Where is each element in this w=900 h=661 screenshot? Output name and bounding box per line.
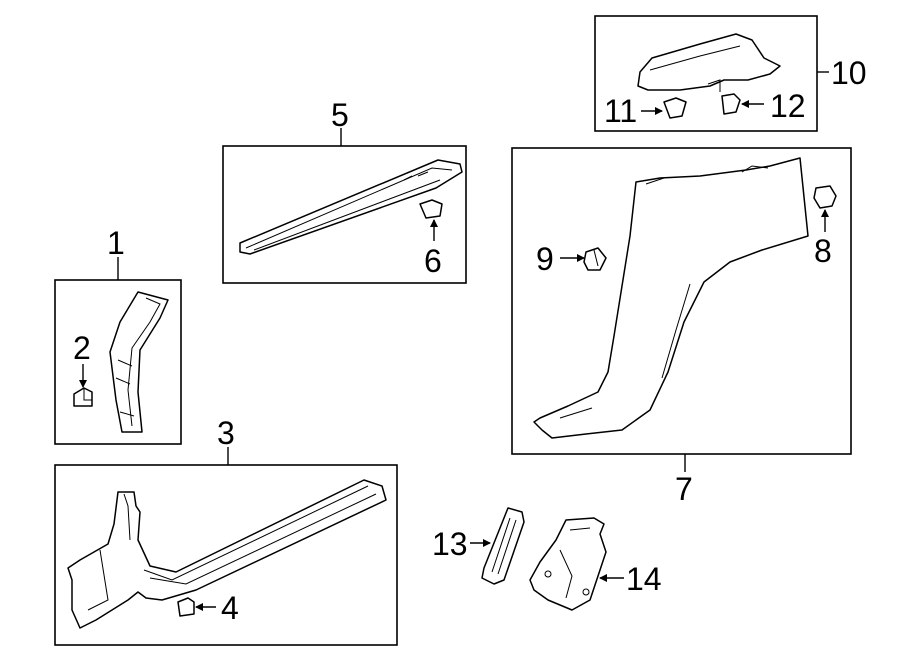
group-13-pad: 13 — [432, 507, 525, 585]
group-1-pillar-trim: 1 2 — [54, 225, 182, 445]
clip-part-9 — [583, 247, 607, 271]
clip-part-11 — [663, 97, 687, 119]
callout-10: 10 — [831, 55, 867, 91]
bracket-part — [529, 517, 607, 611]
group-7-quarter-trim: 7 8 9 — [511, 147, 852, 507]
callout-6: 6 — [424, 243, 442, 279]
callout-11: 11 — [604, 93, 637, 129]
group-3-sill-plate: 3 4 — [54, 415, 398, 646]
group-7-box — [511, 147, 852, 455]
group-3-box — [54, 464, 398, 646]
callout-1: 1 — [107, 225, 125, 261]
sill-plate-part — [67, 479, 387, 629]
group-5-door-scuff: 5 6 — [222, 97, 467, 284]
callout-12: 12 — [770, 88, 806, 124]
callout-13: 13 — [432, 526, 468, 562]
clip-part-2 — [73, 387, 93, 407]
callout-9: 9 — [536, 241, 554, 277]
quarter-trim-part — [533, 157, 809, 439]
door-scuff-part — [239, 159, 463, 255]
callout-3: 3 — [217, 415, 235, 451]
callout-2: 2 — [73, 330, 91, 366]
pillar-trim-part — [109, 291, 169, 433]
upper-cover-part — [637, 33, 781, 92]
callout-5: 5 — [331, 97, 349, 133]
clip-part-8 — [813, 185, 837, 209]
callout-7: 7 — [675, 471, 693, 507]
clip-part-4 — [177, 597, 195, 617]
clip-part-12 — [721, 93, 741, 115]
clip-part-6 — [419, 199, 443, 219]
callout-4: 4 — [221, 590, 239, 626]
group-5-box — [222, 145, 467, 284]
pad-part — [481, 507, 525, 585]
callout-8: 8 — [814, 233, 832, 269]
callout-14: 14 — [626, 561, 662, 597]
group-10-upper-cover: 10 11 12 — [594, 15, 867, 132]
group-14-bracket: 14 — [529, 517, 662, 611]
group-10-box — [594, 15, 818, 132]
